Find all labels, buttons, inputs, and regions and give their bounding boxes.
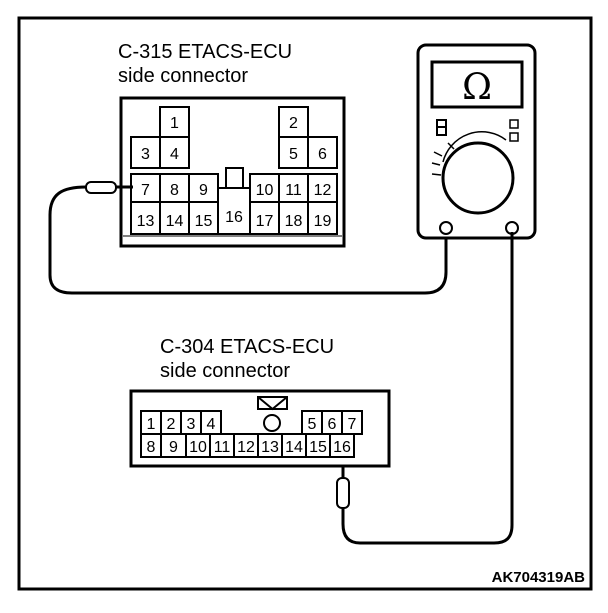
c315-pin-label: 17 xyxy=(256,213,274,230)
probe-body xyxy=(336,477,350,509)
c315-pin-label: 14 xyxy=(166,213,184,230)
c315-pin-label: 12 xyxy=(314,182,332,199)
probe-lead-c315 xyxy=(48,181,448,295)
c304-pin-label: 8 xyxy=(147,439,156,456)
c315-pin-label: 9 xyxy=(199,182,208,199)
connector-c315-title: C-315 ETACS-ECU xyxy=(118,41,292,63)
c304-pin-label: 4 xyxy=(207,416,216,433)
c304-pin-label: 7 xyxy=(348,416,357,433)
c304-pin-label: 6 xyxy=(328,416,337,433)
meter-jack-com xyxy=(439,221,453,235)
c315-pin-cell xyxy=(307,136,338,169)
meter-indicator-icon xyxy=(509,132,519,142)
connector-c315: C-315 ETACS-ECU side connector 1 2 3 4 5… xyxy=(118,41,346,248)
c315-pin-cell xyxy=(278,201,309,235)
c304-pin-label: 5 xyxy=(308,416,317,433)
c315-pin-cell xyxy=(307,173,338,203)
c315-pin-label: 19 xyxy=(314,213,332,230)
c315-pin-cell xyxy=(159,136,190,169)
connector-c315-subtitle: side connector xyxy=(118,65,248,87)
c315-pin-label: 4 xyxy=(170,146,179,163)
c304-keyway-icon xyxy=(263,414,281,432)
test-lead-wire xyxy=(341,232,514,545)
c315-pin-label: 1 xyxy=(170,115,179,132)
c304-pin-label: 13 xyxy=(261,439,279,456)
c315-pin-label: 8 xyxy=(170,182,179,199)
meter-display xyxy=(430,60,524,109)
test-lead-wire xyxy=(48,185,448,295)
probe-lead-c304 xyxy=(336,232,514,545)
c304-pin-label: 12 xyxy=(237,439,255,456)
c315-pin-label: 7 xyxy=(141,182,150,199)
ohmmeter: Ω xyxy=(416,43,537,240)
c315-pin-cell xyxy=(278,136,309,169)
c315-pin-label: 18 xyxy=(285,213,303,230)
c315-pin-cell xyxy=(307,201,338,235)
ohm-symbol: Ω xyxy=(462,67,492,108)
c304-pin-cell xyxy=(329,433,355,458)
c315-pin-label: 3 xyxy=(141,146,150,163)
c315-pin-cell xyxy=(249,173,280,203)
meter-indicator-icon xyxy=(509,119,519,129)
figure-code: AK704319AB xyxy=(492,569,586,586)
c315-pin-label: 5 xyxy=(289,146,298,163)
probe-body xyxy=(85,181,117,194)
selector-dial xyxy=(441,141,515,215)
figure-frame xyxy=(17,16,593,591)
c304-latch xyxy=(257,396,288,410)
c315-pin-cell xyxy=(188,201,219,235)
c315-pin-label: 6 xyxy=(318,146,327,163)
c315-pin-cell xyxy=(278,106,309,138)
dial-scale xyxy=(442,131,507,163)
c304-pin-label: 1 xyxy=(147,416,156,433)
c315-locking-key xyxy=(225,167,244,189)
c304-pin-label: 9 xyxy=(169,439,178,456)
c304-pin-label: 2 xyxy=(167,416,176,433)
c304-pin-label: 14 xyxy=(285,439,303,456)
c315-pin-label: 15 xyxy=(195,213,213,230)
connector-c304-subtitle: side connector xyxy=(160,360,290,382)
c304-pin-label: 10 xyxy=(189,439,207,456)
connector-c304: C-304 ETACS-ECU side connector 1 2 3 4 5… xyxy=(129,336,391,468)
c315-pin-label: 11 xyxy=(285,182,302,199)
c304-pin-label: 11 xyxy=(214,439,231,456)
c315-pin-label: 13 xyxy=(137,213,155,230)
c315-pin-cell xyxy=(159,106,190,138)
c304-pin-label: 15 xyxy=(309,439,327,456)
c304-pin-label: 16 xyxy=(333,439,351,456)
c315-pin-label: 2 xyxy=(289,115,298,132)
c315-pin-label: 16 xyxy=(225,209,243,226)
c315-pin-cell xyxy=(159,201,190,235)
c304-pin-label: 3 xyxy=(187,416,196,433)
connector-c304-title: C-304 ETACS-ECU xyxy=(160,336,334,358)
c315-pin-label: 10 xyxy=(256,182,274,199)
c315-pin-cell xyxy=(130,201,161,235)
